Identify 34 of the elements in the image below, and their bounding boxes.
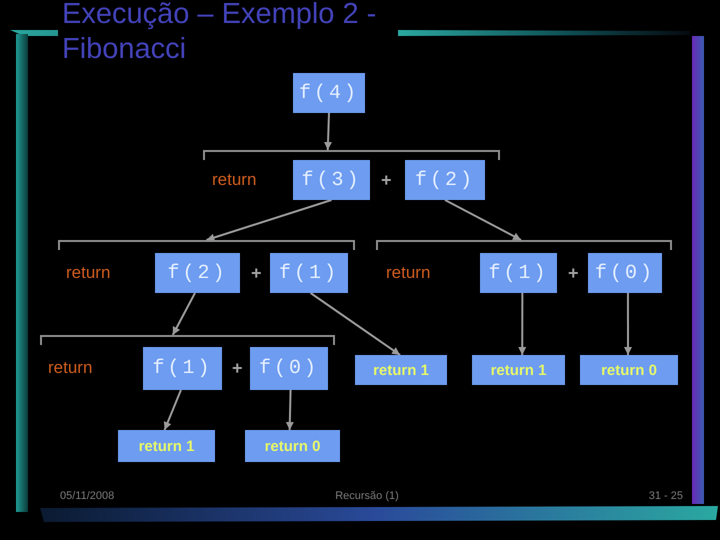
arrow xyxy=(310,292,401,356)
return-value-box: return 0 xyxy=(580,355,678,385)
arrow xyxy=(172,292,196,336)
return-keyword: return xyxy=(66,263,110,283)
plus-operator: + xyxy=(251,263,262,283)
return-value-box: return 0 xyxy=(245,430,340,462)
slide-title: Execução – Exemplo 2 - Fibonacci xyxy=(62,0,378,67)
function-call-box: f(1) xyxy=(270,253,348,293)
return-value-box: return 1 xyxy=(355,355,447,385)
function-call-box: f(1) xyxy=(143,347,222,390)
function-call-box: f(2) xyxy=(155,253,240,293)
arrow xyxy=(518,293,526,355)
return-keyword: return xyxy=(386,263,430,283)
footer-date: 05/11/2008 xyxy=(60,489,114,503)
function-call-box: f(4) xyxy=(293,73,365,113)
return-keyword: return xyxy=(48,358,92,378)
function-call-box: f(3) xyxy=(293,160,370,200)
page-number: 31 - 25 xyxy=(648,489,683,503)
return-keyword: return xyxy=(212,170,256,190)
footer-title: Recursão (1) xyxy=(335,489,399,503)
function-call-box: f(2) xyxy=(405,160,485,200)
arrow xyxy=(286,390,294,430)
return-value-box: return 1 xyxy=(472,355,565,385)
arrow xyxy=(624,293,632,355)
plus-operator: + xyxy=(232,358,243,378)
return-value-box: return 1 xyxy=(118,430,215,462)
arrow xyxy=(164,390,182,430)
function-call-box: f(0) xyxy=(250,347,328,390)
plus-operator: + xyxy=(568,263,579,283)
arrow xyxy=(324,112,332,150)
function-call-box: f(0) xyxy=(588,253,662,293)
plus-operator: + xyxy=(381,170,392,190)
arrow xyxy=(444,199,522,241)
function-call-box: f(1) xyxy=(480,253,557,293)
